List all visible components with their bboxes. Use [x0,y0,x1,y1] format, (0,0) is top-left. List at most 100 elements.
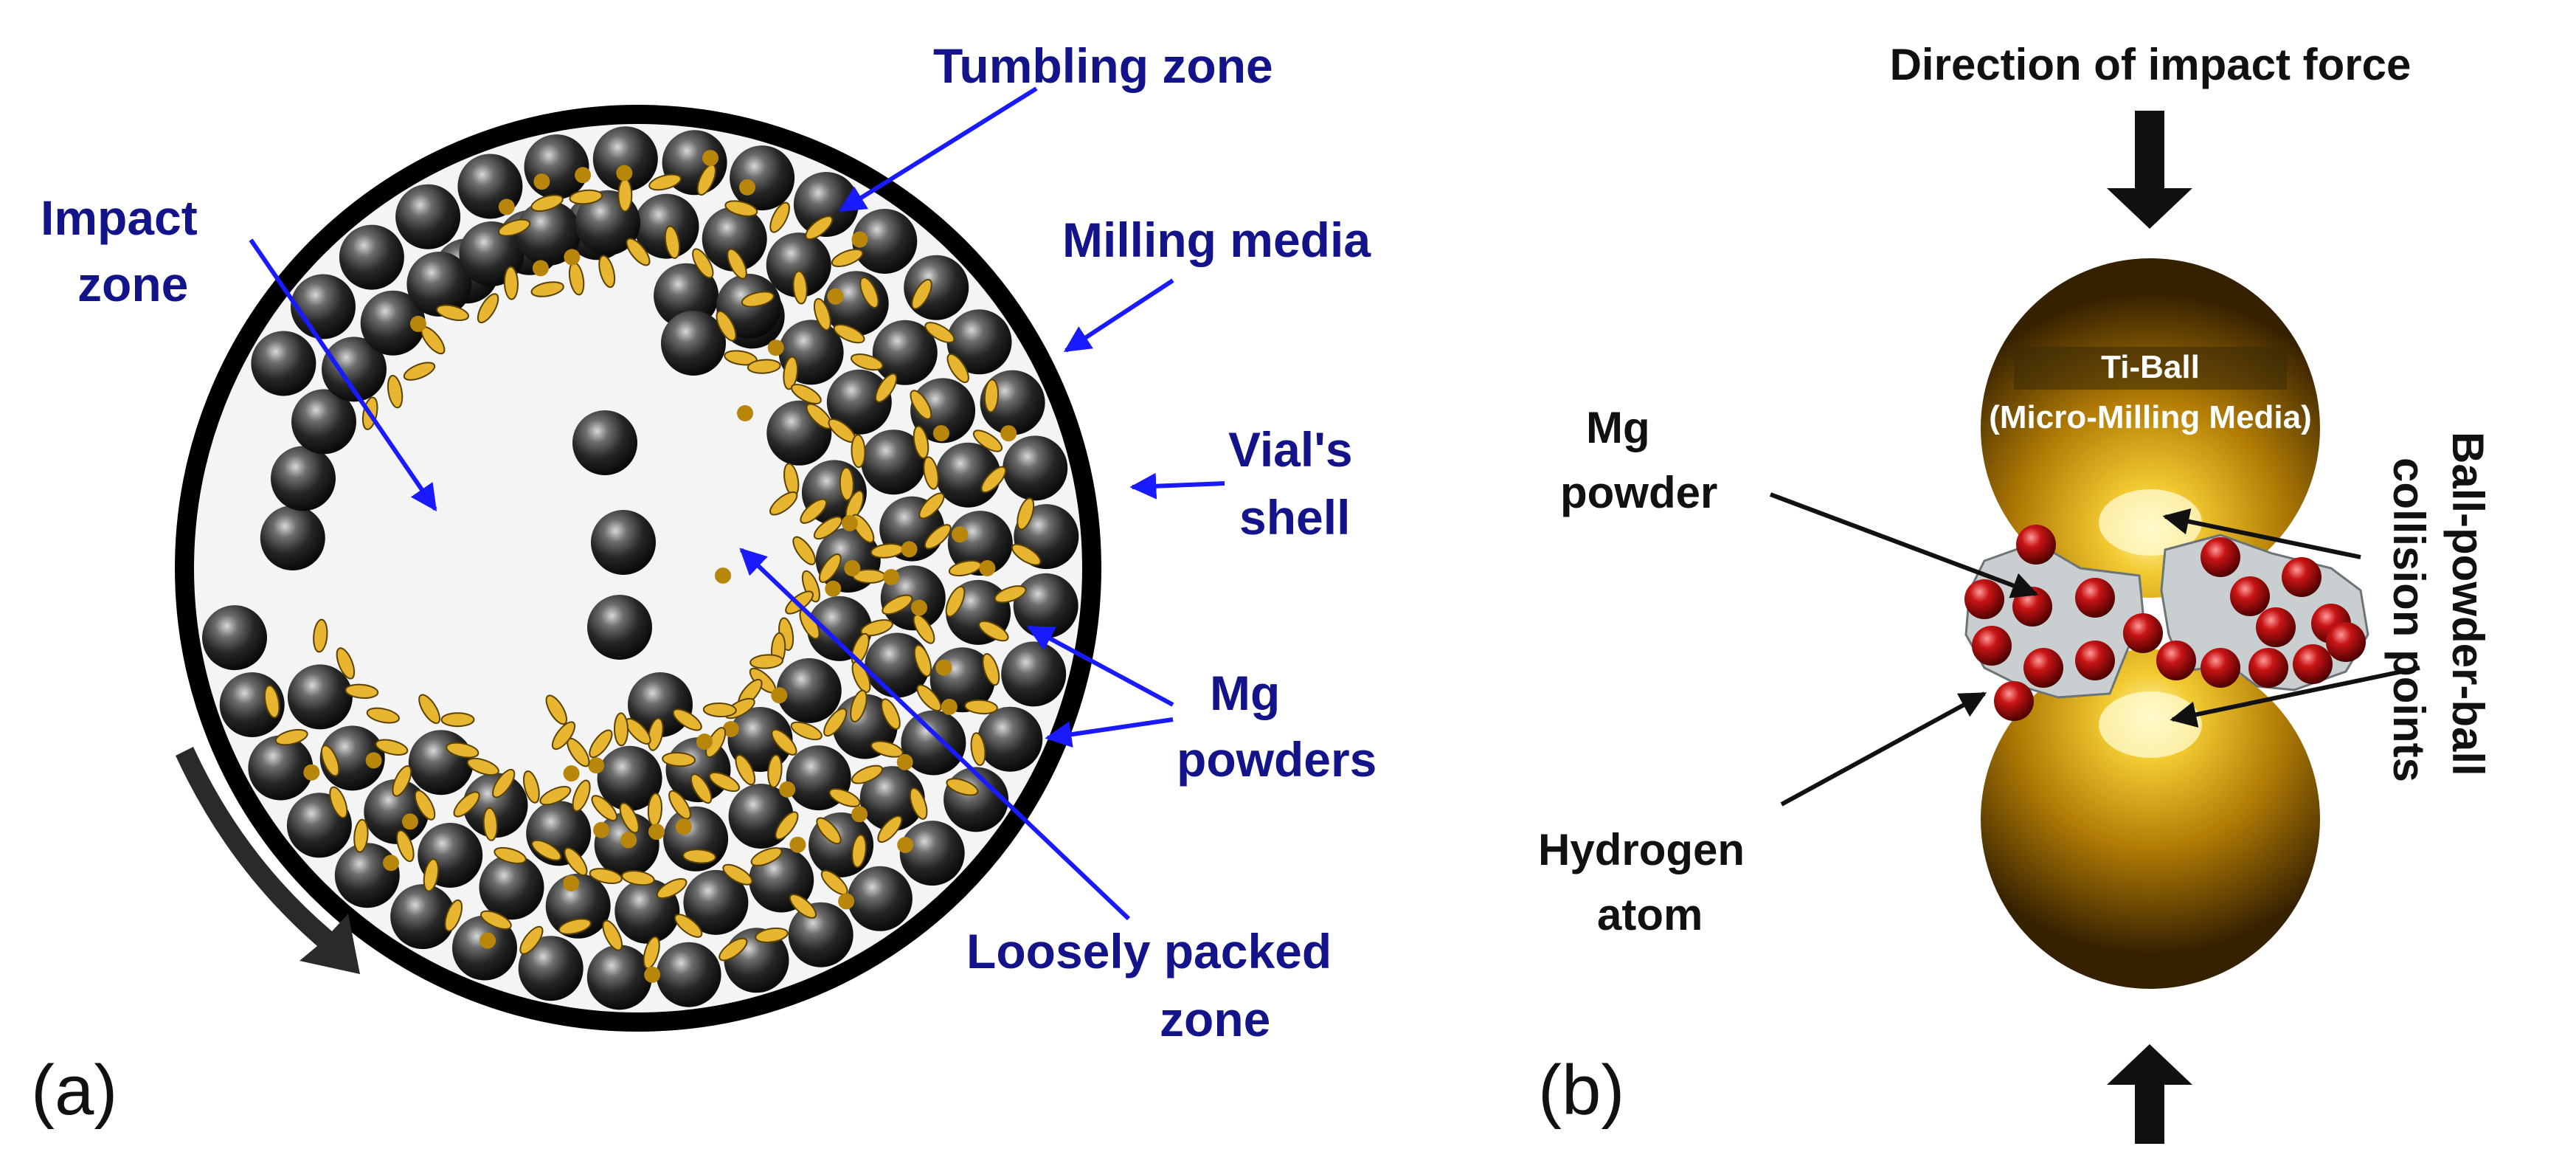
mg-powder-particle [792,536,817,565]
mg-powder-particle [877,815,903,843]
mg-powder-dot [303,764,320,781]
mg-powder-dot [696,734,713,750]
loosely-packed-pointer [739,548,1131,921]
mg-powder-dot [575,167,592,184]
mg-powder-particle [859,277,879,308]
mg-powder-particle [569,189,603,205]
impact-zone-pointer [249,238,437,511]
mg-powder-label-line2: powder [1560,468,1717,517]
mg-powder-dot [533,173,550,190]
mg-powder-dot [883,569,900,585]
mg-powder-particle [913,644,932,677]
mg-powder-particle [648,173,682,191]
mg-powder-dot [498,199,515,215]
milling-ball [545,873,611,939]
mg-powder-particle [692,248,714,279]
mg-powder-pointer [1769,492,2039,598]
mg-powder-particle [741,291,775,308]
mg-powder-dot [616,165,633,182]
hydrogen-atom [2201,648,2240,688]
mg-powder-particle [983,379,1000,413]
mg-powder-particle [497,218,531,237]
mg-powder-dot [593,821,610,838]
milling-ball [766,232,831,298]
rotation-arrow-icon [176,747,360,974]
milling-ball [322,337,387,402]
mg-powder-particle [530,281,564,297]
mg-powder-particle [823,708,848,737]
mg-powder-particle [621,870,655,886]
mg-powder-particle [662,752,696,767]
mg-powder-particle [647,717,664,751]
mg-powder-particle [918,492,945,520]
milling-ball [524,134,589,200]
mg-powder-particle [916,684,942,712]
milling-ball [291,274,356,339]
mg-powder-particle [818,553,842,583]
mg-powder-particle [436,304,469,322]
mg-powder-dot [532,260,549,277]
mg-powder-particle [769,201,790,233]
milling-ball [656,942,721,1007]
mg-powder-dot [675,818,692,835]
mg-powder-particle [453,791,480,818]
milling-ball [518,936,584,1001]
mg-powder-particle [771,728,797,756]
vials-shell-label-line1: Vial's [1228,422,1353,477]
mg-powder-particle [851,660,871,694]
mg-powder-particle [839,466,854,501]
mg-powder-particle [783,356,799,390]
milling-ball [202,605,267,671]
mg-powder-particle [805,215,834,241]
mg-powder-particle [690,773,713,804]
mg-powder-particle [494,846,527,864]
milling-ball [463,773,528,838]
collision-label-line1: Ball-powder-ball [2443,432,2493,776]
mg-powder-particle [860,619,893,637]
mg-powder-dot [952,526,969,543]
mg-powder-dot [383,855,399,872]
mg-powder-particle [598,255,616,289]
milling-ball [271,446,336,511]
mg-powder-particle [523,770,540,804]
mg-powder-particle [702,702,737,718]
mg-powder-dot [838,893,855,910]
impact-arrow-bottom-icon [2107,1044,2192,1144]
milling-ball [592,126,658,192]
mg-powder-particle [414,790,436,821]
milling-ball [661,311,726,376]
mg-powder-particle [418,694,441,725]
mg-powder-particle [672,708,702,731]
collision-glow-bottom [2099,691,2202,758]
mg-powder-particle [423,858,440,892]
milling-ball [479,855,544,920]
mg-powder-dot [739,179,755,196]
vials-shell-label-line2: shell [1239,490,1350,545]
mg-powder-particle [831,248,864,268]
mg-powder-dot [901,541,918,558]
panel-a-label: (a) [31,1051,117,1130]
mg-powder-particle [910,390,932,420]
mg-powder-particle [503,266,519,300]
panel-a: Tumbling zone Impact zone Milling media … [31,38,1377,1130]
mg-powder-particle [708,771,741,793]
mg-powder-dot [825,580,842,597]
mg-powder-particle [440,712,475,728]
mg-powder-particle [656,878,688,900]
mg-powder-particle [946,353,969,384]
milling-ball [516,201,581,266]
mg-powder-dot [779,781,796,798]
mg-powder-particle [492,768,516,798]
mg-powder-particle [909,787,928,820]
mg-powder-dot [737,405,753,421]
hydrogen-atom [1964,579,2004,619]
milling-ball [591,510,656,575]
mg-powder-particle [519,925,544,955]
mg-powder-dot [896,753,913,770]
hydrogen-atom [2023,648,2063,688]
panel-b: Direction of impact force Ti-Ball (Micro… [1538,40,2493,1144]
mg-powder-particle [613,712,629,747]
mg-powder-particle [344,683,379,699]
mg-powder-particle [749,654,784,669]
vials-shell [175,105,1101,1032]
